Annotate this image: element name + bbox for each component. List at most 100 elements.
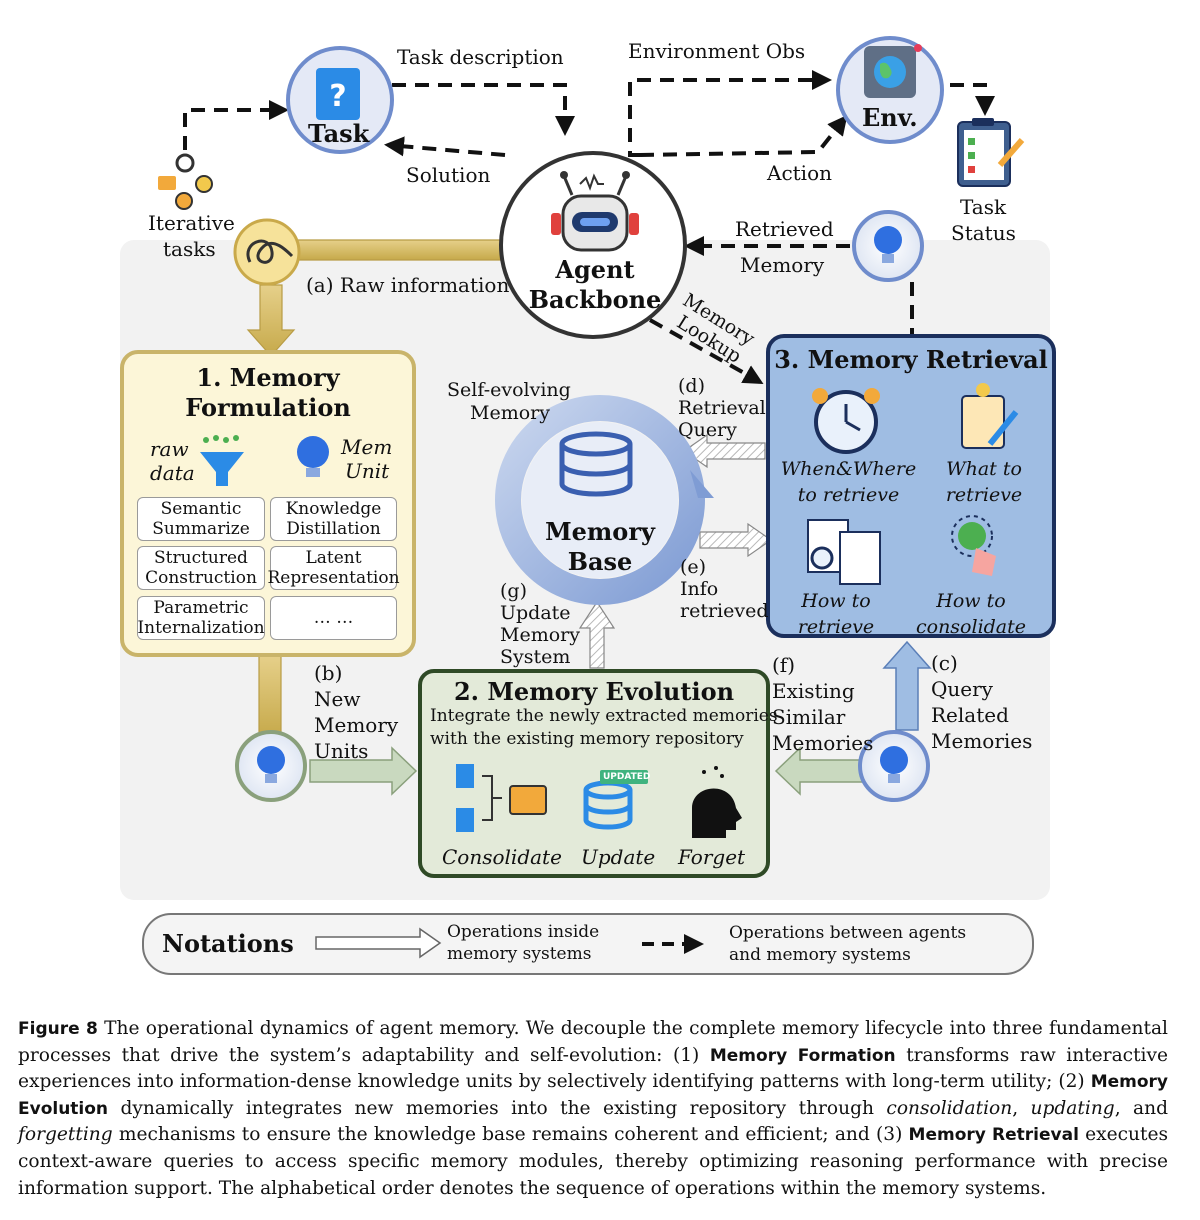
retrieved-memory-label: Memory bbox=[740, 253, 825, 277]
figure-caption: Figure 8 The operational dynamics of age… bbox=[18, 1018, 1168, 1199]
updated-tag bbox=[600, 770, 648, 784]
term-memory-evolution: Memory Evolution bbox=[18, 1072, 1168, 1119]
new-units-arrow bbox=[309, 746, 418, 796]
evolution-description: Integrate the newly extracted memories bbox=[430, 706, 778, 726]
memory-base-label: Memory bbox=[545, 517, 655, 546]
task-label: Task bbox=[308, 119, 370, 148]
robot-icon bbox=[551, 171, 639, 252]
bulb-icon bbox=[257, 746, 285, 783]
task-icon bbox=[316, 68, 360, 120]
self-evolving-label: Self-evolving bbox=[447, 379, 571, 401]
notation-inside-label: Operations inside bbox=[447, 922, 600, 942]
action-label: Action bbox=[767, 161, 832, 185]
notation-between-label: Operations between agents bbox=[729, 923, 967, 943]
notation-inside-label: memory systems bbox=[447, 944, 592, 964]
diagram-graphics: ? bbox=[120, 36, 1056, 975]
ellipsis-cell: … … bbox=[270, 596, 397, 640]
iterative-label: Iterative bbox=[148, 211, 235, 235]
documents-merge-icon bbox=[456, 764, 547, 832]
knot-icon bbox=[246, 239, 294, 264]
memory-base-ring bbox=[495, 395, 705, 605]
raw-information-node bbox=[233, 218, 301, 286]
updated-tag-label: UPDATED bbox=[603, 772, 651, 782]
dashed-arrows bbox=[183, 70, 995, 384]
raw-data-label: raw bbox=[150, 437, 189, 461]
notepad-icon bbox=[961, 383, 1019, 449]
memory-base-label: Base bbox=[567, 547, 633, 576]
task-status-label: Status bbox=[951, 221, 1016, 245]
question-mark-icon: ? bbox=[329, 79, 346, 114]
update-memory-arrow bbox=[578, 600, 616, 669]
memory-evolution-box bbox=[418, 669, 770, 878]
env-to-status-arrow bbox=[950, 83, 995, 116]
solution-arrow bbox=[384, 136, 506, 157]
formulation-title: Formulation bbox=[185, 393, 351, 422]
raw-information-label: (a) Raw information bbox=[306, 273, 510, 297]
forget-label: Forget bbox=[678, 845, 746, 869]
database-icon bbox=[559, 431, 633, 497]
notations-title: Notations bbox=[162, 929, 294, 958]
memory-dynamics-diagram: ? bbox=[120, 36, 1056, 975]
term-memory-retrieval: Memory Retrieval bbox=[908, 1125, 1079, 1146]
mem-unit-label: Mem bbox=[341, 435, 393, 459]
formulation-title: 1. Memory bbox=[196, 363, 340, 392]
agent-label-line1: Agent bbox=[555, 255, 635, 284]
consolidate-label: Consolidate bbox=[442, 845, 562, 869]
raw-to-formulation-arrow bbox=[246, 284, 296, 357]
task-description-label: Task description bbox=[397, 45, 564, 69]
bulb-icon bbox=[880, 746, 908, 783]
figure-label: Figure 8 bbox=[18, 1019, 98, 1039]
task-status-icon bbox=[957, 118, 1025, 187]
query-related-arrow bbox=[882, 640, 932, 731]
self-evolving-label: Memory bbox=[470, 402, 550, 424]
term-memory-formation: Memory Formation bbox=[709, 1045, 896, 1066]
evolution-title: 2. Memory Evolution bbox=[453, 677, 735, 706]
document-search-icon bbox=[807, 519, 881, 585]
update-label: Update bbox=[581, 845, 656, 869]
environment-obs-arrow bbox=[628, 70, 832, 157]
evolution-description: with the existing memory repository bbox=[430, 729, 744, 749]
touch-icon bbox=[951, 515, 996, 576]
raw-data-label: data bbox=[150, 461, 195, 485]
brain-head-icon bbox=[692, 766, 742, 838]
mem-unit-label: Unit bbox=[345, 459, 390, 483]
alarm-clock-icon bbox=[812, 388, 880, 454]
action-arrow bbox=[639, 114, 848, 157]
retrieved-memory-label: Retrieved bbox=[735, 217, 834, 241]
solution-label: Solution bbox=[406, 163, 491, 187]
memory-lookup-arrow bbox=[649, 318, 764, 384]
hollow-arrow-icon bbox=[315, 927, 442, 959]
iterative-to-task-arrow bbox=[183, 100, 289, 150]
task-status-label: Task bbox=[960, 195, 1007, 219]
retrieval-title: 3. Memory Retrieval bbox=[774, 345, 1048, 374]
task-description-arrow bbox=[392, 83, 575, 136]
ring-arrowhead bbox=[690, 470, 714, 498]
agent-label-line2: Backbone bbox=[528, 285, 662, 314]
info-retrieved-arrow bbox=[699, 522, 773, 558]
iterative-tasks-icon bbox=[158, 153, 213, 210]
env-label: Env. bbox=[862, 103, 918, 132]
notations-box bbox=[142, 913, 1034, 975]
raw-information-arrow bbox=[289, 239, 501, 261]
mem-unit-bulb-icon bbox=[297, 436, 329, 477]
funnel-icon bbox=[200, 435, 244, 486]
existing-similar-arrow bbox=[774, 746, 863, 796]
environment-obs-label: Environment Obs bbox=[628, 39, 806, 63]
bulb-icon bbox=[874, 226, 902, 263]
iterative-label: tasks bbox=[163, 237, 216, 261]
